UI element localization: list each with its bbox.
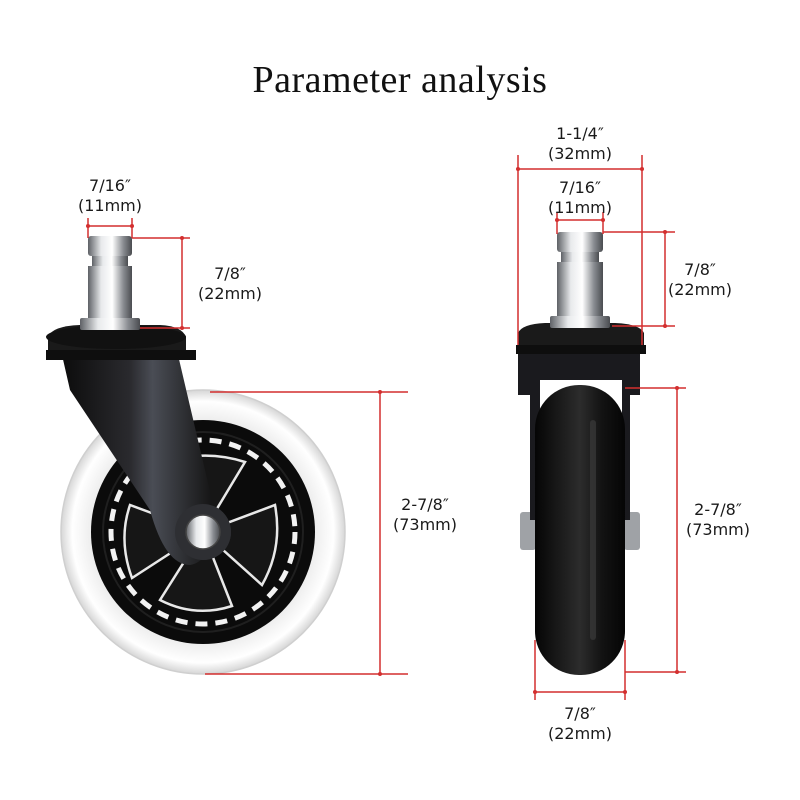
left-stem-height-label: 7/8″ (22mm) — [197, 264, 262, 303]
right-stem — [557, 262, 603, 320]
left-stem — [88, 266, 132, 324]
diagram-title: Parameter analysis — [252, 59, 548, 101]
left-stem-diameter-label: 7/16″ (11mm) — [77, 176, 142, 215]
right-stem-height-label: 7/8″ (22mm) — [667, 260, 732, 299]
right-stem-diameter-label: 7/16″ (11mm) — [547, 178, 612, 217]
left-caster — [46, 236, 346, 675]
left-top-plate — [46, 350, 196, 360]
right-wheel — [535, 385, 625, 675]
dimension-ticks — [86, 167, 679, 694]
right-plate-width-label: 1-1/4″ (32mm) — [547, 124, 612, 163]
left-fork — [62, 355, 214, 565]
left-wheel-ring — [108, 437, 298, 627]
right-bracket — [518, 350, 640, 520]
right-caster — [516, 232, 646, 675]
right-wheel-diameter-label: 2-7/8″ (73mm) — [685, 500, 750, 539]
right-wheel-width-label: 7/8″ (22mm) — [547, 704, 612, 743]
right-top-plate — [516, 345, 646, 354]
left-wheel-diameter-label: 2-7/8″ (73mm) — [392, 495, 457, 534]
